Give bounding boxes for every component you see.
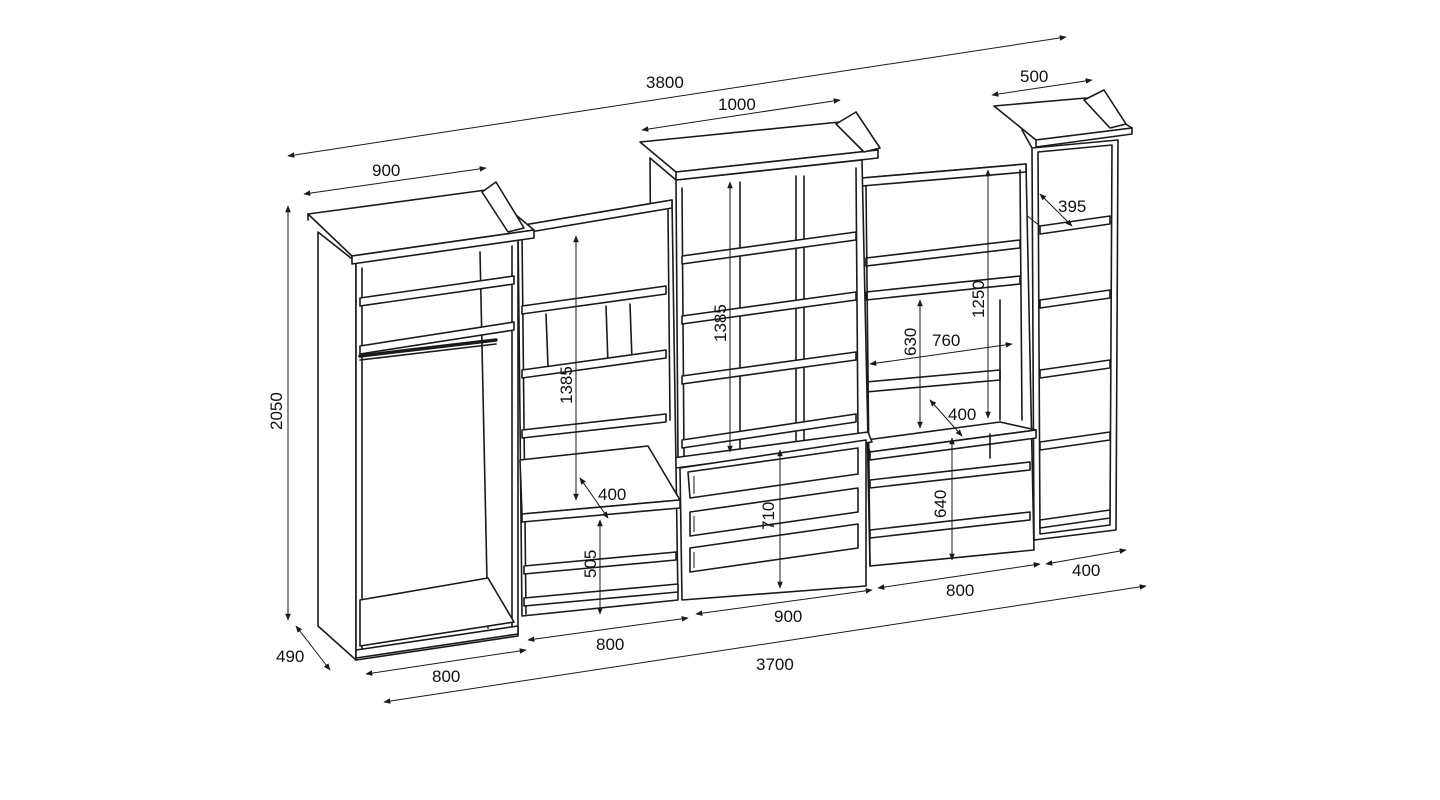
right-tower [993,89,1133,541]
label-right-height: 1250 [969,280,988,318]
label-tower-shelf-spacing: 395 [1058,197,1086,216]
dim-line-500 [991,78,1093,97]
left-wardrobe [307,181,535,661]
label-left-lower-height: 505 [581,550,600,578]
label-depth: 490 [276,647,304,666]
dim-line-3700 [383,584,1147,704]
dim-line-400-right [929,399,963,437]
dim-line-395 [1039,193,1073,227]
label-center-glass-height: 1385 [711,304,730,342]
label-wardrobe-bottom-width: 800 [432,667,460,686]
label-left-shelf-height: 1385 [557,366,576,404]
label-tower-top-width: 500 [1020,67,1048,86]
dim-line-3800 [287,35,1067,158]
dim-line-900-top [303,166,487,196]
label-right-lower-height: 640 [931,490,950,518]
dim-line-800-left [527,616,689,642]
dim-line-490 [295,625,331,671]
dim-line-900-center [695,588,873,616]
dimension-lines [285,35,1147,704]
label-left-shelf-depth: 400 [598,485,626,504]
label-center-top-width: 1000 [718,95,756,114]
dimension-labels: 3800 900 1000 500 2050 490 800 3700 800 … [267,67,1100,686]
label-right-niche-height: 630 [901,328,920,356]
label-center-drawer-height: 710 [759,502,778,530]
label-total-bottom-width: 3700 [756,655,794,674]
dim-line-800-right [877,562,1041,590]
label-overall-height: 2050 [267,392,286,430]
label-center-bottom-width: 900 [774,607,802,626]
label-total-top-width: 3800 [646,73,684,92]
label-tower-bottom-width: 400 [1072,561,1100,580]
label-right-depth: 400 [948,405,976,424]
dim-line-1000 [641,98,841,132]
label-left-bottom-width: 800 [596,635,624,654]
label-right-niche-width: 760 [932,331,960,350]
dim-line-760 [869,342,1013,366]
label-wardrobe-top-width: 900 [372,161,400,180]
dim-line-400-tower [1045,548,1127,566]
label-right-bottom-width: 800 [946,581,974,600]
dim-line-400-left [579,477,609,519]
